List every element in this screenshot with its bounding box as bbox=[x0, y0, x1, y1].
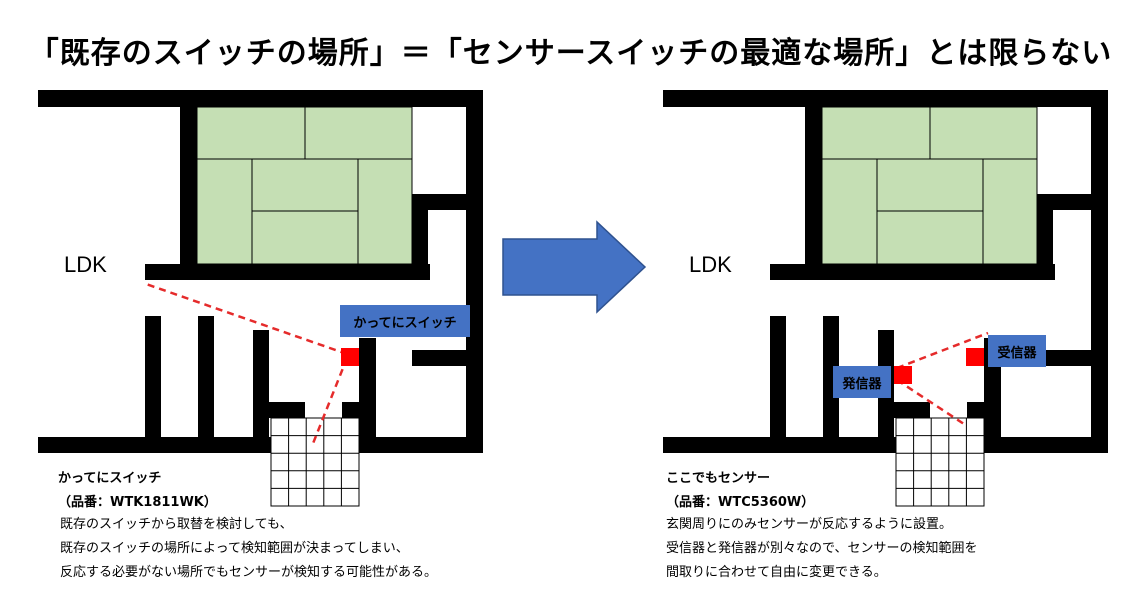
left-tatami-room bbox=[196, 106, 413, 265]
right-description-line: 受信器と発信器が別々なので、センサーの検知範囲を bbox=[666, 541, 978, 556]
right-detection-range bbox=[896, 331, 989, 428]
left-detection-range bbox=[145, 282, 349, 447]
left-description-line: 既存のスイッチから取替を検討しても、 bbox=[60, 517, 293, 532]
left-sensor-switch-marker bbox=[341, 348, 359, 366]
right-description: 玄関周りにのみセンサーが反応するように設置。 受信器と発信器が別々なので、センサ… bbox=[666, 513, 977, 585]
right-walls bbox=[663, 90, 1108, 453]
left-description-line: 反応する必要がない場所でもセンサーが検知する可能性がある。 bbox=[60, 565, 438, 580]
right-floor-plan bbox=[663, 90, 1108, 507]
transmitter-callout: 発信器 bbox=[833, 366, 891, 398]
left-sensor-callout: かってにスイッチ bbox=[340, 305, 470, 337]
right-product-name: ここでもセンサー bbox=[666, 471, 771, 486]
right-description-line: 間取りに合わせて自由に変更できる。 bbox=[666, 565, 887, 580]
right-room-label: LDK bbox=[689, 252, 732, 277]
left-description-line: 既存のスイッチの場所によって検知範囲が決まってしまい、 bbox=[60, 541, 409, 556]
right-description-line: 玄関周りにのみセンサーが反応するように設置。 bbox=[666, 517, 953, 532]
receiver-callout: 受信器 bbox=[988, 335, 1046, 367]
right-arrow-icon bbox=[502, 220, 647, 314]
right-entrance-grid bbox=[895, 417, 985, 507]
left-product-code: （品番：WTK1811WK） bbox=[58, 495, 217, 510]
left-walls bbox=[38, 90, 483, 453]
left-floor-plan bbox=[38, 90, 483, 507]
left-entrance-grid bbox=[270, 417, 360, 507]
left-description: 既存のスイッチから取替を検討しても、 既存のスイッチの場所によって検知範囲が決ま… bbox=[60, 513, 437, 585]
receiver-marker bbox=[966, 348, 984, 366]
right-tatami-room bbox=[821, 106, 1038, 265]
right-product-code: （品番：WTC5360W） bbox=[666, 495, 815, 510]
transmitter-marker bbox=[894, 366, 912, 384]
page-title: 「既存のスイッチの場所」＝「センサースイッチの最適な場所」とは限らない bbox=[28, 36, 1113, 71]
left-room-label: LDK bbox=[64, 252, 107, 277]
left-product-name: かってにスイッチ bbox=[58, 471, 162, 486]
